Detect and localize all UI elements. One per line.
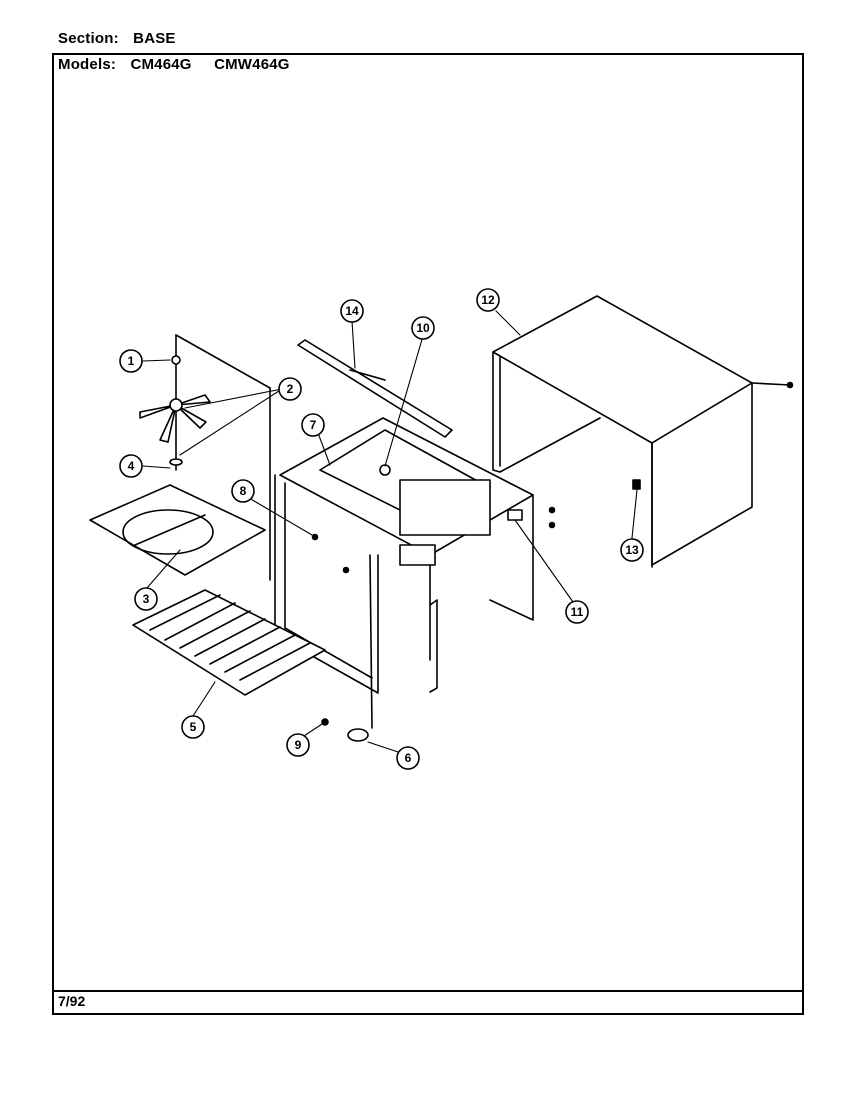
diagram-frame [52,53,804,1015]
callout-10-label: 10 [416,321,430,335]
fan-assembly [139,334,271,581]
model-cm464g: CM464G [130,56,192,73]
models-label: Models: [58,56,117,73]
callout-7: 7 [301,413,325,437]
top-bracket [297,339,453,438]
fan-plate [89,484,266,576]
footer-date: 7/92 [58,993,86,1009]
callout-7-label: 7 [310,418,317,432]
callout-2-label: 2 [287,382,294,396]
callout-11: 11 [565,600,589,624]
callout-10: 10 [411,316,435,340]
callout-3-label: 3 [143,592,150,606]
bottom-grille [132,589,326,696]
callout-4: 4 [119,454,143,478]
callout-9-label: 9 [295,738,302,752]
callout-6: 6 [396,746,420,770]
outer-cabinet [492,295,794,568]
callout-3: 3 [134,587,158,611]
section-label: Section: [58,30,119,47]
callout-5: 5 [181,715,205,739]
callout-9: 9 [286,733,310,757]
footer-rule [52,990,802,992]
callout-14: 14 [340,299,364,323]
section-value: BASE [133,30,176,47]
latch-parts [311,479,641,742]
callout-11-label: 11 [571,605,584,619]
callout-14-label: 14 [345,304,359,318]
oven-cavity [274,417,534,694]
callout-5-label: 5 [190,720,197,734]
callout-4-label: 4 [128,459,135,473]
models-heading: Models: CM464G CMW464G [58,56,308,73]
callout-1: 1 [119,349,143,373]
callout-2: 2 [278,377,302,401]
callout-13: 13 [620,538,644,562]
callout-12-label: 12 [481,293,495,307]
callout-6-label: 6 [405,751,412,765]
callout-8-label: 8 [240,484,247,498]
callout-13-label: 13 [625,543,639,557]
callout-1-label: 1 [128,354,135,368]
section-heading: Section: BASE [58,30,194,47]
callout-8: 8 [231,479,255,503]
callout-12: 12 [476,288,500,312]
model-cmw464g: CMW464G [214,56,290,73]
